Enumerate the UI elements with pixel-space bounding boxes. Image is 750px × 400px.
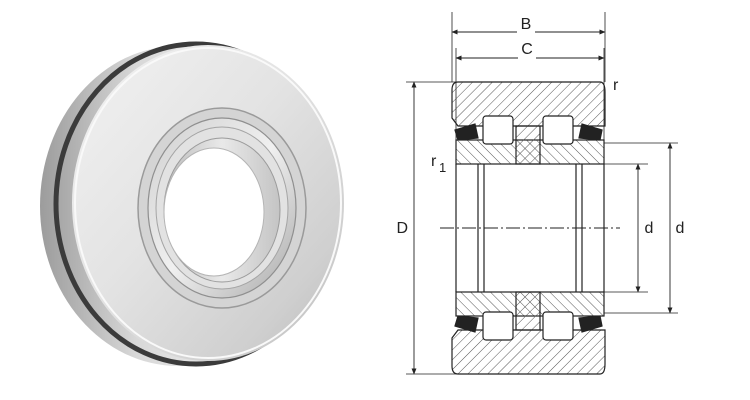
dimension-labels: B C D d d r r 1 <box>396 16 684 237</box>
outer-ring-section-bottom <box>451 329 606 375</box>
bore-opening <box>163 147 265 277</box>
label-d-outer: d <box>676 220 685 237</box>
label-r1-subscript: 1 <box>439 160 446 175</box>
label-r1: r <box>431 153 437 170</box>
roller-top-right <box>542 115 574 145</box>
outer-ring-section-top <box>451 81 606 127</box>
roller-top-left <box>482 115 514 145</box>
seal-bottom-right <box>578 315 603 333</box>
seal-bottom-left <box>454 315 479 333</box>
seal-top-left <box>454 123 479 141</box>
outer-ring-chamfer <box>74 47 342 359</box>
seal-top-right <box>578 123 603 141</box>
roller-bottom-right <box>542 311 574 341</box>
bearing-photo <box>40 41 344 367</box>
label-B: B <box>521 16 532 33</box>
label-r: r <box>613 77 619 94</box>
label-D: D <box>396 220 408 237</box>
label-C: C <box>521 41 533 58</box>
cross-section-drawing <box>406 12 678 375</box>
center-flange-bottom <box>515 291 541 331</box>
label-d-inner: d <box>645 220 654 237</box>
roller-bottom-left <box>482 311 514 341</box>
center-flange-top <box>515 125 541 165</box>
